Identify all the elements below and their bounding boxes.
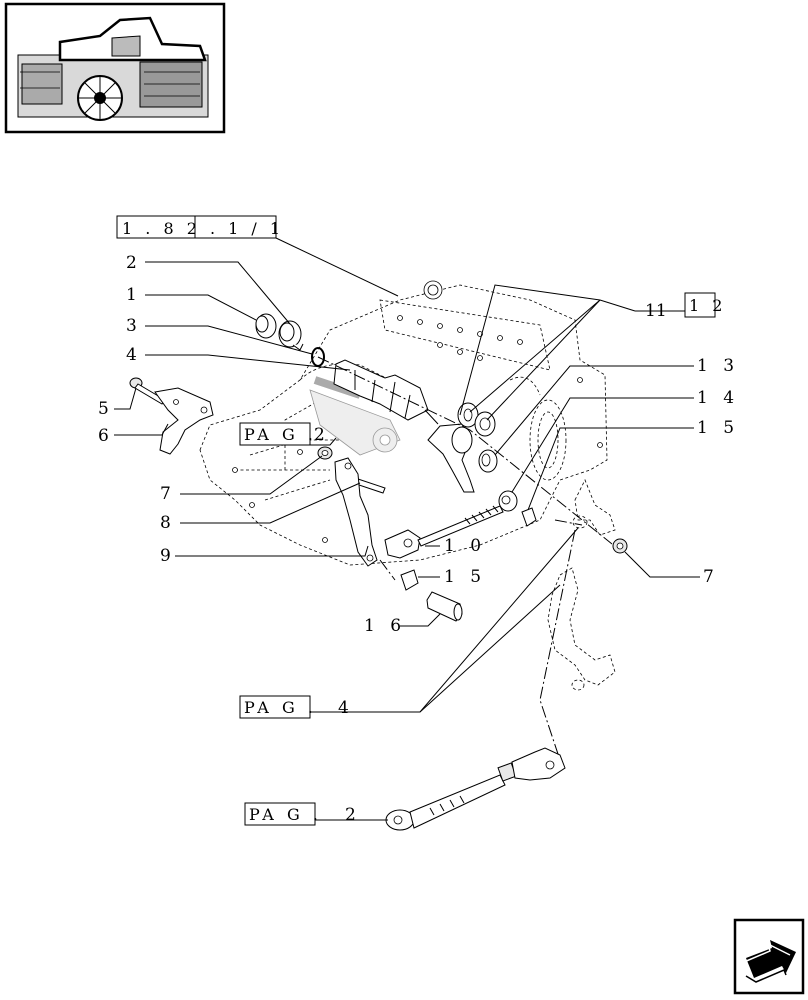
pag-2-bottom-num: 2 xyxy=(345,805,361,825)
callout-14: 1 4 xyxy=(697,388,739,408)
ref-box-pag-4[interactable]: PA G . 4 xyxy=(239,695,354,719)
housing-bolt-holes xyxy=(232,315,603,543)
callout-5: 5 xyxy=(98,399,114,419)
callout-13: 1 3 xyxy=(697,356,739,376)
part-2-bush xyxy=(278,320,304,351)
assembly-axis-line xyxy=(317,356,613,761)
next-page-arrow-icon[interactable] xyxy=(733,918,805,995)
callout-15-bottom: 1 5 xyxy=(444,567,486,587)
callout-3: 3 xyxy=(126,316,142,336)
part-7-circlip-right xyxy=(612,538,628,554)
callout-15-right: 1 5 xyxy=(697,418,739,438)
callout-6: 6 xyxy=(98,426,114,446)
ref-box-pag-2-bottom[interactable]: PA G . 2 xyxy=(244,802,361,826)
pag-2-top-text: PA G . xyxy=(244,425,317,444)
callout-11: 11 xyxy=(645,301,667,321)
callouts: 2 1 3 4 5 6 7 8 9 1 0 11 1 3 1 4 1 5 1 5… xyxy=(98,253,739,636)
pag-4-text: PA G . xyxy=(244,698,317,717)
callout-9: 9 xyxy=(160,546,176,566)
external-linkage-ghost xyxy=(547,479,616,691)
thumbnail-tractor-image xyxy=(17,16,209,121)
part-11-arm xyxy=(427,402,496,493)
part-14-ball-joint xyxy=(498,490,518,512)
part-13-bush xyxy=(478,449,498,473)
ref-12-text: 1 2 xyxy=(689,296,726,315)
ref-box-pag-2-top[interactable]: PA G . 2 xyxy=(239,422,330,446)
part-15-clip-bottom xyxy=(400,569,419,591)
callout-2: 2 xyxy=(126,253,142,273)
part-6-bracket xyxy=(154,387,214,455)
part-16-pin xyxy=(426,591,463,622)
pag-4-num: 4 xyxy=(338,698,354,718)
pag-2-top-num: 2 xyxy=(314,425,330,445)
bottom-rod-assembly xyxy=(385,747,566,831)
callout-7-left: 7 xyxy=(160,484,176,504)
part-9-lever xyxy=(334,457,378,567)
callout-8: 8 xyxy=(160,513,176,533)
pag-2-bottom-text: PA G . xyxy=(249,805,322,824)
callout-4: 4 xyxy=(126,345,142,365)
part-15-clip-right xyxy=(521,507,537,527)
callout-16: 1 6 xyxy=(364,616,406,636)
part-10-rod xyxy=(384,505,504,559)
thumbnail-overview xyxy=(4,2,226,134)
part-1-bush xyxy=(255,313,277,339)
ref-box-12[interactable]: 1 2 xyxy=(684,292,726,318)
callout-1: 1 xyxy=(126,285,142,305)
callout-7-right: 7 xyxy=(703,567,719,587)
part-3-o-ring xyxy=(311,347,325,367)
ref-box-1-82-1-1[interactable]: 1 . 8 2 . 1 / 1 xyxy=(116,215,284,239)
ref-main-text: 1 . 8 2 . 1 / 1 xyxy=(122,219,284,238)
leader-lines xyxy=(114,237,700,821)
callout-10: 1 0 xyxy=(444,536,486,556)
